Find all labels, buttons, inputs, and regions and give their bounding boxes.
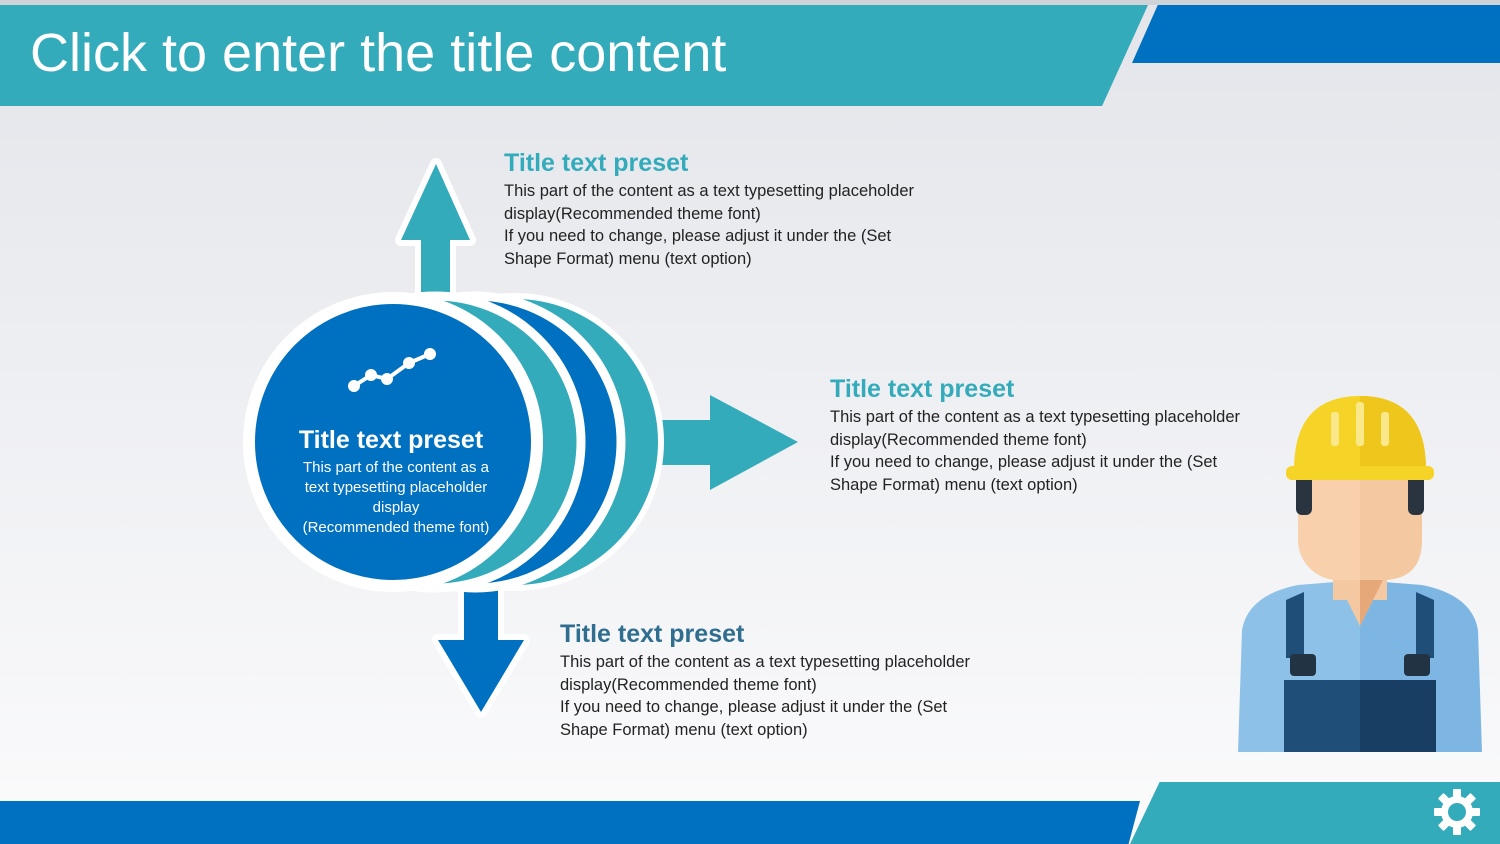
- block-title[interactable]: Title text preset: [830, 375, 1015, 403]
- construction-worker-icon: [1238, 396, 1482, 752]
- slide-title[interactable]: Click to enter the title content: [30, 23, 727, 83]
- top-right-accent-bar: [1132, 5, 1500, 63]
- text-block-top: Title text preset This part of the conte…: [504, 148, 974, 270]
- text-block-right: Title text preset This part of the conte…: [830, 374, 1300, 496]
- title-banner: [0, 5, 1148, 106]
- block-text[interactable]: This part of the content as a text types…: [504, 182, 914, 268]
- front-disc: [243, 292, 543, 592]
- block-text[interactable]: This part of the content as a text types…: [560, 653, 970, 739]
- block-title[interactable]: Title text preset: [560, 620, 745, 648]
- center-text[interactable]: This part of the content as a text types…: [302, 459, 490, 536]
- center-title[interactable]: Title text preset: [298, 426, 484, 454]
- block-title[interactable]: Title text preset: [504, 149, 689, 177]
- gear-icon: [1434, 789, 1480, 835]
- text-block-bottom: Title text preset This part of the conte…: [560, 619, 1030, 741]
- right-arrow: [600, 395, 798, 490]
- trend-line-icon: [348, 348, 436, 392]
- block-text[interactable]: This part of the content as a text types…: [830, 408, 1240, 494]
- top-border-line: [0, 0, 1500, 5]
- bottom-left-accent-bar: [0, 801, 1140, 844]
